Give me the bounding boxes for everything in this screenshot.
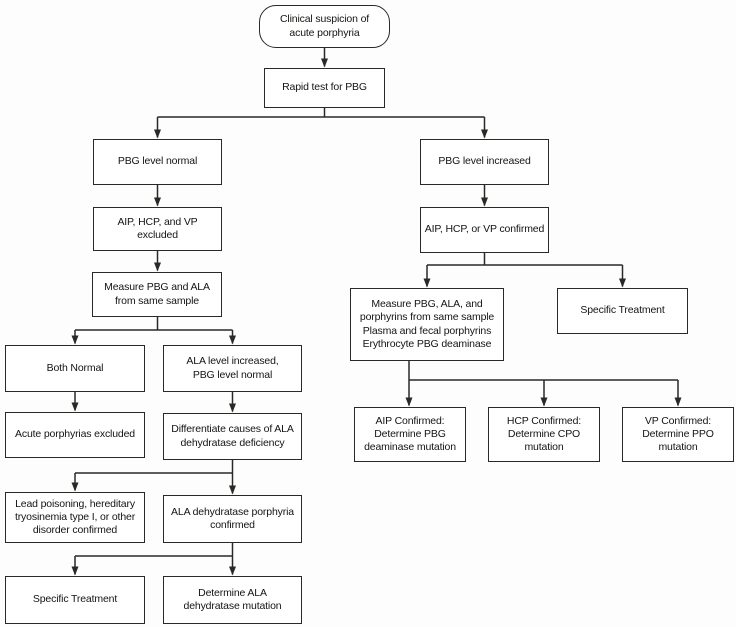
node-differentiate-causes: Differentiate causes of ALA dehydratase … [163,413,302,460]
node-measure-pbg-ala: Measure PBG and ALA from same sample [92,272,222,317]
node-pbg-level-normal: PBG level normal [93,139,222,185]
node-specific-treatment-left: Specific Treatment [5,576,145,624]
connector-ala-confirmed-split [75,543,234,557]
node-both-normal: Both Normal [5,345,145,392]
node-ala-dehydratase-porphyria: ALA dehydratase porphyria confirmed [163,495,302,543]
node-specific-treatment-right: Specific Treatment [557,288,688,334]
node-ala-level-increased: ALA level increased, PBG level normal [163,345,302,392]
node-aip-confirmed: AIP Confirmed: Determine PBG deaminase m… [354,407,466,462]
node-determine-ala-mutation: Determine ALA dehydratase mutation [163,576,302,624]
node-vp-confirmed: VP Confirmed: Determine PPO mutation [622,407,734,462]
node-hcp-confirmed: HCP Confirmed: Determine CPO mutation [488,407,600,462]
node-rapid-test-pbg: Rapid test for PBG [264,68,385,108]
connector-measure-left-split [75,317,233,331]
node-clinical-suspicion: Clinical suspicion of acute porphyria [259,5,390,48]
node-aip-hcp-vp-confirmed: AIP, HCP, or VP confirmed [420,207,549,253]
connector-confirmed-split [427,253,623,266]
connector-differentiate-split [75,460,234,474]
node-acute-porphyrias-excluded: Acute porphyrias excluded [5,412,145,458]
node-measure-pbg-ala-porphyrins: Measure PBG, ALA, and porphyrins from sa… [350,288,504,361]
connector-measure-right-split [408,361,678,381]
node-pbg-level-increased: PBG level increased [420,139,549,185]
connector-rapid-split [157,108,485,118]
node-lead-poisoning: Lead poisoning, hereditary tryosinemia t… [5,492,145,543]
node-aip-hcp-vp-excluded: AIP, HCP, and VP excluded [93,207,222,251]
